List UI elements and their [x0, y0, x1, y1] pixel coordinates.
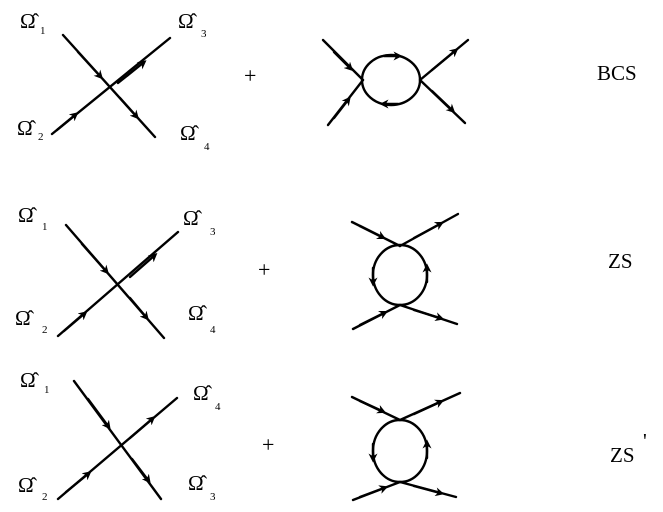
incoming-line-1	[64, 223, 166, 340]
omega-label: Ω̂	[18, 203, 38, 227]
arrow-1	[76, 50, 104, 80]
channel-label: BCS	[597, 61, 637, 85]
arrow-3	[116, 60, 147, 85]
plus-sign: +	[262, 432, 274, 457]
arrow	[358, 224, 387, 240]
omega-label: Ω̂	[20, 9, 40, 33]
arrow	[332, 50, 354, 72]
omega-label: Ω̂	[188, 471, 208, 495]
omega-subscript: 3	[201, 28, 207, 40]
arrow	[358, 485, 389, 499]
loop-diagram-zs-prime	[350, 391, 462, 502]
arrow-1	[80, 242, 109, 275]
omega-label: Ω̂	[193, 381, 213, 405]
omega-label: Ω̂	[15, 306, 35, 330]
fermion-loop	[360, 53, 422, 107]
tree-vertex-zs	[56, 223, 180, 340]
loop-diagram-zs	[350, 212, 460, 331]
row-zs: Ω̂ 1 Ω̂ 3 Ω̂ 2 Ω̂ 4 + ZS	[15, 203, 633, 340]
omega-subscript: 1	[42, 221, 48, 233]
omega-subscript: 2	[42, 324, 48, 336]
arrow	[412, 399, 445, 416]
arrow-3	[128, 253, 158, 279]
incoming-line-1	[61, 33, 157, 139]
omega-subscript: 4	[204, 141, 210, 153]
arrow-4	[118, 96, 139, 120]
tree-vertex-zs-prime	[56, 379, 179, 501]
arrow	[430, 89, 456, 114]
omega-subscript: 4	[215, 401, 221, 413]
omega-label: Ω̂	[17, 116, 37, 140]
omega-subscript: 2	[38, 131, 44, 143]
arrow-1	[86, 397, 111, 430]
channel-label: ZS	[610, 443, 635, 467]
arrow-4	[128, 296, 149, 321]
omega-label: Ω̂	[188, 301, 208, 325]
channel-prime-mark: '	[643, 429, 647, 453]
arrow-4	[130, 457, 151, 484]
omega-label: Ω̂	[20, 368, 40, 392]
channel-label: ZS	[608, 249, 633, 273]
omega-label: Ω̂	[183, 206, 203, 230]
row-zs-prime: Ω̂ 1 Ω̂ 4 Ω̂ 2 Ω̂ 3 + ZS '	[18, 368, 647, 503]
omega-label: Ω̂	[178, 9, 198, 33]
arrow	[412, 308, 445, 321]
omega-subscript: 1	[40, 25, 46, 37]
omega-label: Ω̂	[180, 121, 200, 145]
plus-sign: +	[244, 63, 256, 88]
omega-subscript: 4	[210, 324, 216, 336]
omega-subscript: 3	[210, 491, 216, 503]
loop-diagram-bcs	[321, 38, 470, 127]
arrow	[412, 484, 445, 497]
fermion-loop	[371, 418, 429, 484]
arrow	[430, 48, 459, 72]
row-bcs: Ω̂ 1 Ω̂ 3 Ω̂ 2 Ω̂ 4 + BCS	[17, 9, 637, 153]
plus-sign: +	[258, 257, 270, 282]
arrow-2	[62, 311, 88, 333]
arrow	[332, 96, 351, 120]
omega-subscript: 2	[42, 491, 48, 503]
arrow-2	[64, 471, 92, 494]
arrow-3	[128, 416, 156, 440]
arrow	[358, 310, 389, 327]
omega-label: Ω̂	[18, 473, 38, 497]
tree-vertex-bcs	[50, 33, 172, 139]
fermion-loop	[371, 243, 429, 307]
arrow	[412, 221, 444, 240]
omega-subscript: 3	[210, 226, 216, 238]
omega-subscript: 1	[44, 384, 50, 396]
arrow	[358, 399, 387, 414]
arrow-2	[55, 112, 79, 132]
